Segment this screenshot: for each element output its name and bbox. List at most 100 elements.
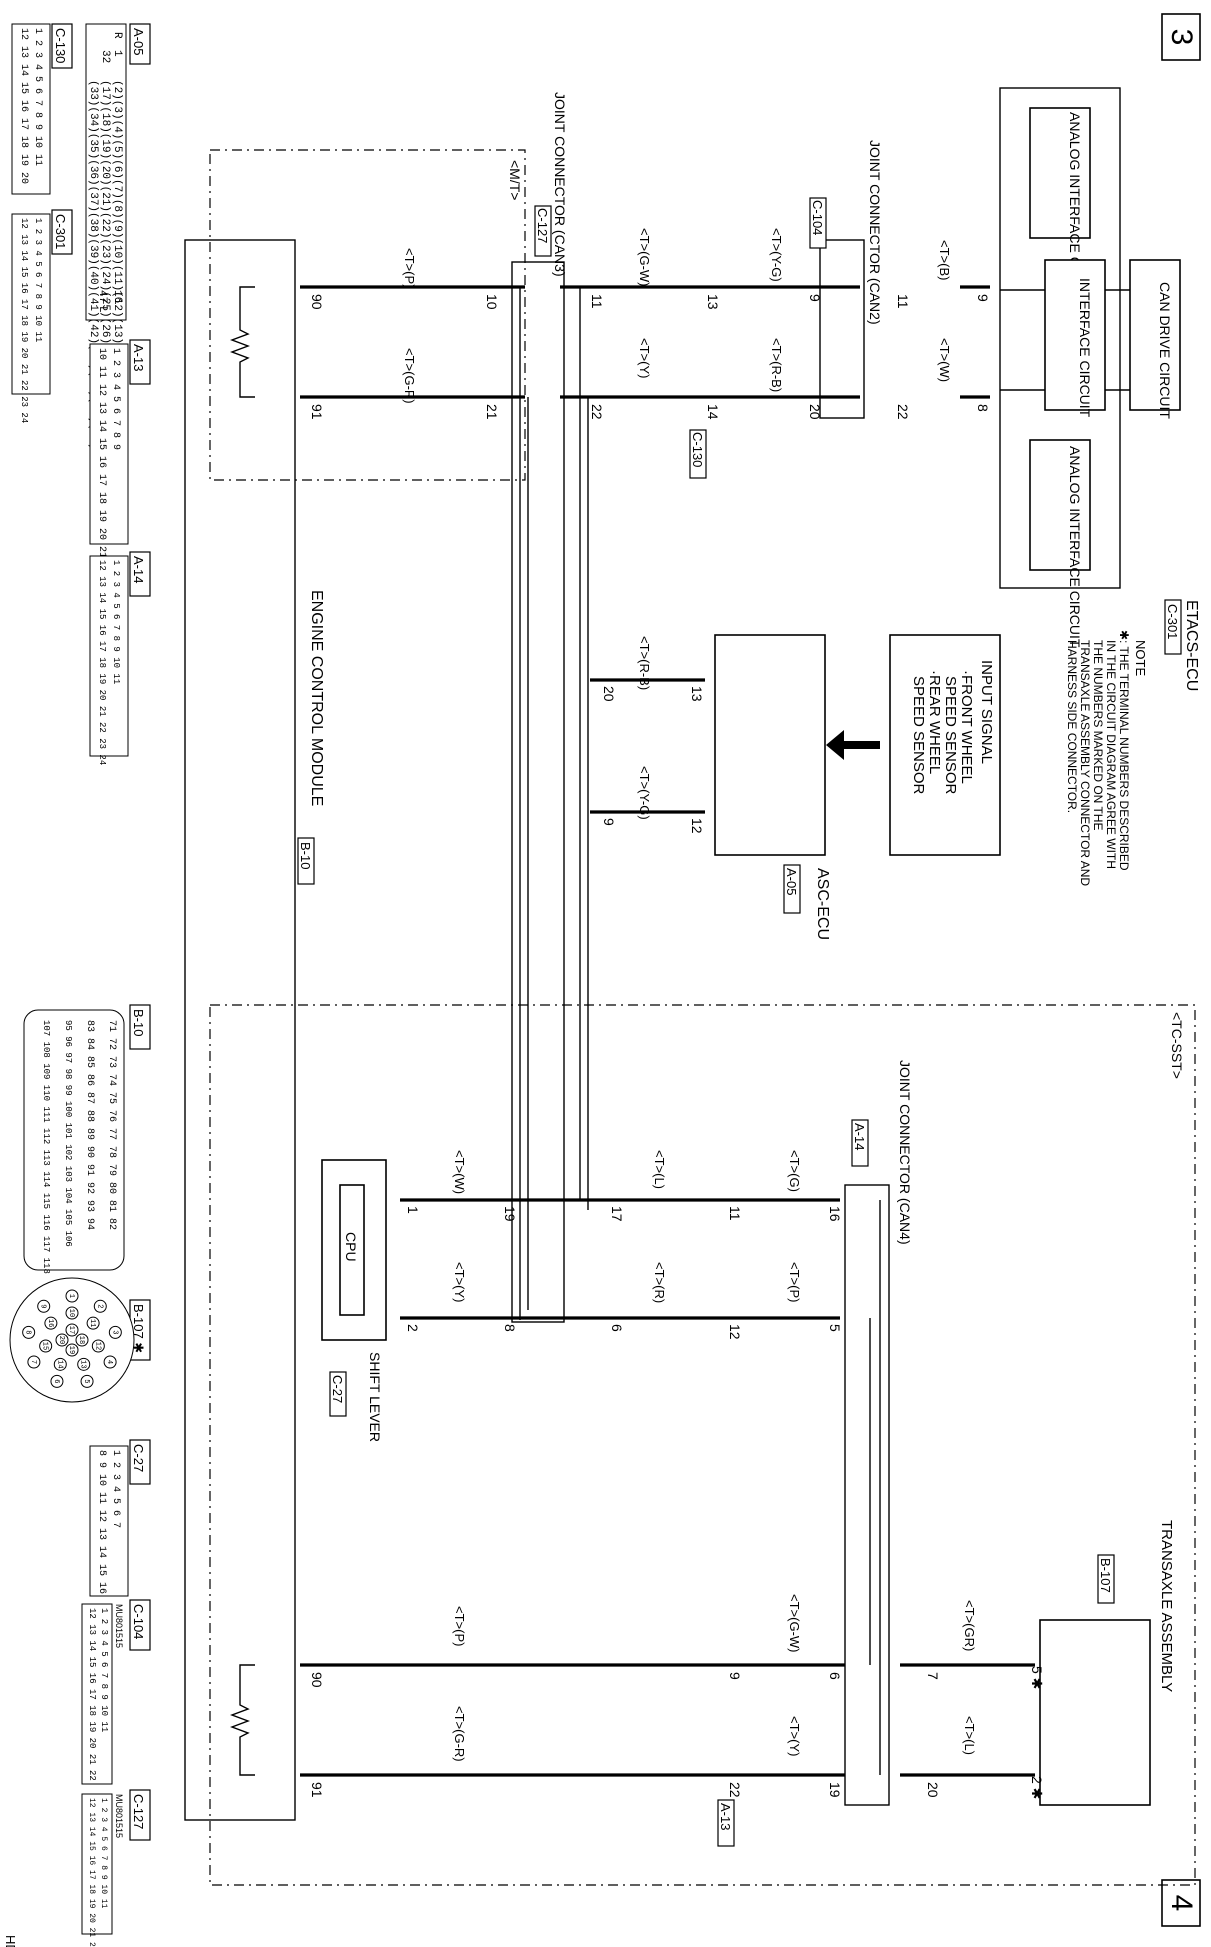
tc-sst-frame	[209, 1004, 1196, 1886]
b107-pin-label: 4	[105, 1360, 113, 1364]
wire-label: <T>(Y)	[787, 1716, 802, 1756]
ecm-pin: 90	[309, 1672, 325, 1688]
input-signal-line: SPEED SENSOR	[910, 676, 927, 795]
a13-id-tag	[717, 1799, 735, 1847]
c127-row: 1 2 3 4 5 6 7 8 9 10 11	[99, 1798, 108, 1909]
c104-view-id-tag	[129, 1599, 151, 1651]
joint-connector-can3-label: JOINT CONNECTOR (CAN3)	[552, 92, 568, 277]
b107-pin	[65, 1323, 79, 1337]
b107-pin-label: 2	[95, 1304, 103, 1308]
note-line: IN THE CIRCUIT DIAGRAM AGREE WITH	[1104, 640, 1118, 869]
wire-label: <T>(W)	[937, 338, 952, 382]
shift-lever-id-tag	[329, 1371, 347, 1417]
etacs-ecu-id: C-301	[1165, 604, 1180, 639]
wire-label: <T>(G-R)	[402, 348, 417, 404]
c127-view-id: C-127	[131, 1794, 146, 1829]
joint-can4-pin: 11	[727, 1206, 743, 1221]
b107-pin-label: 16	[46, 1319, 54, 1327]
etacs-pin: 9	[975, 294, 991, 302]
b107-pin	[53, 1357, 67, 1371]
ecm-pin: 91	[309, 404, 325, 420]
ecm-termination-resistor-bottom	[230, 1664, 255, 1776]
c130-id: C-130	[690, 432, 705, 467]
c27-view-id-tag	[129, 1439, 151, 1485]
c27-row: 8 9 10 11 12 13 14 15 16	[96, 1450, 107, 1594]
wire-label: <T>(P)	[452, 1606, 467, 1646]
b107-pin	[86, 1316, 100, 1330]
joint-connector-can2-id-tag	[809, 197, 827, 249]
b107-pin-label: 5	[82, 1379, 90, 1383]
joint-can3-pin: 10	[484, 294, 500, 310]
input-signal-line: SPEED SENSOR	[942, 676, 959, 795]
note-text: ✱: THE TERMINAL NUMBERS DESCRIBED IN THE…	[1065, 630, 1131, 886]
joint-connector-can2-box	[819, 239, 865, 419]
wire-label: <T>(L)	[962, 1716, 977, 1755]
input-signal-line: ·REAR WHEEL	[926, 670, 943, 774]
engine-control-module-name: ENGINE CONTROL MODULE	[308, 590, 325, 806]
wire-label: <T>(G)	[787, 1150, 802, 1192]
c130-view-id-tag	[51, 23, 73, 69]
b10-view-id: B-10	[131, 1009, 146, 1036]
a13-row: 1 2 3 4 5 6 7 8 9	[110, 348, 121, 450]
b107-pin	[44, 1316, 58, 1330]
transaxle-mid-pin: 7	[925, 1672, 941, 1680]
page-number-bottom: 4	[1165, 1895, 1198, 1912]
wire-label: <T>(P)	[402, 248, 417, 288]
transaxle-assembly-box	[1039, 1619, 1151, 1806]
input-signal-box	[889, 634, 1001, 856]
b107-pin	[39, 1339, 53, 1353]
wire-label: <T>(G-R)	[452, 1706, 467, 1762]
joint-can4-pin: 5	[827, 1324, 843, 1332]
b107-pin-label: 7	[29, 1360, 37, 1364]
transaxle-mid-pin: 9	[727, 1672, 743, 1680]
joint-can4-pin: 6	[609, 1324, 625, 1332]
wire-label: <T>(L)	[652, 1150, 667, 1189]
wire-label: <T>(G-W)	[637, 228, 652, 287]
wire-label: <T>(P)	[787, 1262, 802, 1302]
b107-pin-label: 1	[67, 1294, 75, 1298]
a05-mark: 32	[99, 50, 111, 63]
b107-pin-label: 13	[79, 1360, 87, 1368]
b107-pin	[75, 1333, 89, 1347]
c27-row: 1 2 3 4 5 6 7	[110, 1450, 121, 1528]
c127-connector-view	[81, 1793, 113, 1935]
b10-row: 83 84 85 86 87 88 89 90 91 92 93 94	[84, 1020, 95, 1230]
transaxle-assembly-id: B-107	[1098, 1558, 1113, 1593]
joint-connector-can2-label: JOINT CONNECTOR (CAN2)	[867, 140, 883, 325]
figure-code: HDHO3M028C	[3, 1935, 18, 1947]
joint-can3-pin: 11	[589, 294, 605, 309]
c104-row: 1 2 3 4 5 6 7 8 9 10 11	[99, 1608, 109, 1732]
a14-view-id: A-14	[131, 556, 146, 583]
b107-pin-label: 20	[57, 1336, 65, 1344]
c301-view-id-tag	[51, 209, 73, 255]
a05-mark: 47	[96, 290, 108, 303]
etacs-analog-label-2: ANALOG INTERFACE CIRCUIT	[1067, 446, 1083, 648]
c301-row: 12 13 14 15 16 17 18 19 20 21 22 23 24	[19, 218, 29, 423]
b10-connector-view	[23, 1009, 125, 1271]
b107-pin-label: 9	[39, 1304, 47, 1308]
a13-row: 10 11 12 13 14 15 16 17 18 19 20 21 22	[96, 348, 107, 576]
b10-view-id-tag	[129, 1004, 151, 1050]
b107-pin	[103, 1355, 117, 1369]
transaxle-pin: 2 ✱	[1029, 1776, 1045, 1799]
mt-frame	[209, 149, 526, 481]
b10-row: 71 72 73 74 75 76 77 78 79 80 81 82	[106, 1020, 117, 1230]
joint-can4-pin: 17	[609, 1206, 625, 1222]
c104-view-id: C-104	[131, 1604, 146, 1639]
joint-connector-can3-box	[511, 261, 565, 1323]
b107-pin	[65, 1306, 79, 1320]
c130-view-id: C-130	[53, 28, 68, 63]
shift-lever-pin: 2	[405, 1324, 421, 1332]
cpu-label: CPU	[343, 1232, 359, 1262]
etacs-pin: 8	[975, 404, 991, 412]
a05-mark: R	[111, 32, 123, 39]
b107-view-id: B-107 ✱	[131, 1304, 146, 1353]
c130-connector-view	[11, 23, 51, 195]
mt-label: <M/T>	[507, 160, 523, 200]
joint-connector-can4-box	[844, 1184, 890, 1806]
joint-connector-can4-label: JOINT CONNECTOR (CAN4)	[897, 1060, 913, 1245]
c27-connector-view	[89, 1445, 129, 1597]
joint-can2-pin: 14	[705, 404, 721, 420]
wire-label: <T>(Y)	[637, 338, 652, 378]
